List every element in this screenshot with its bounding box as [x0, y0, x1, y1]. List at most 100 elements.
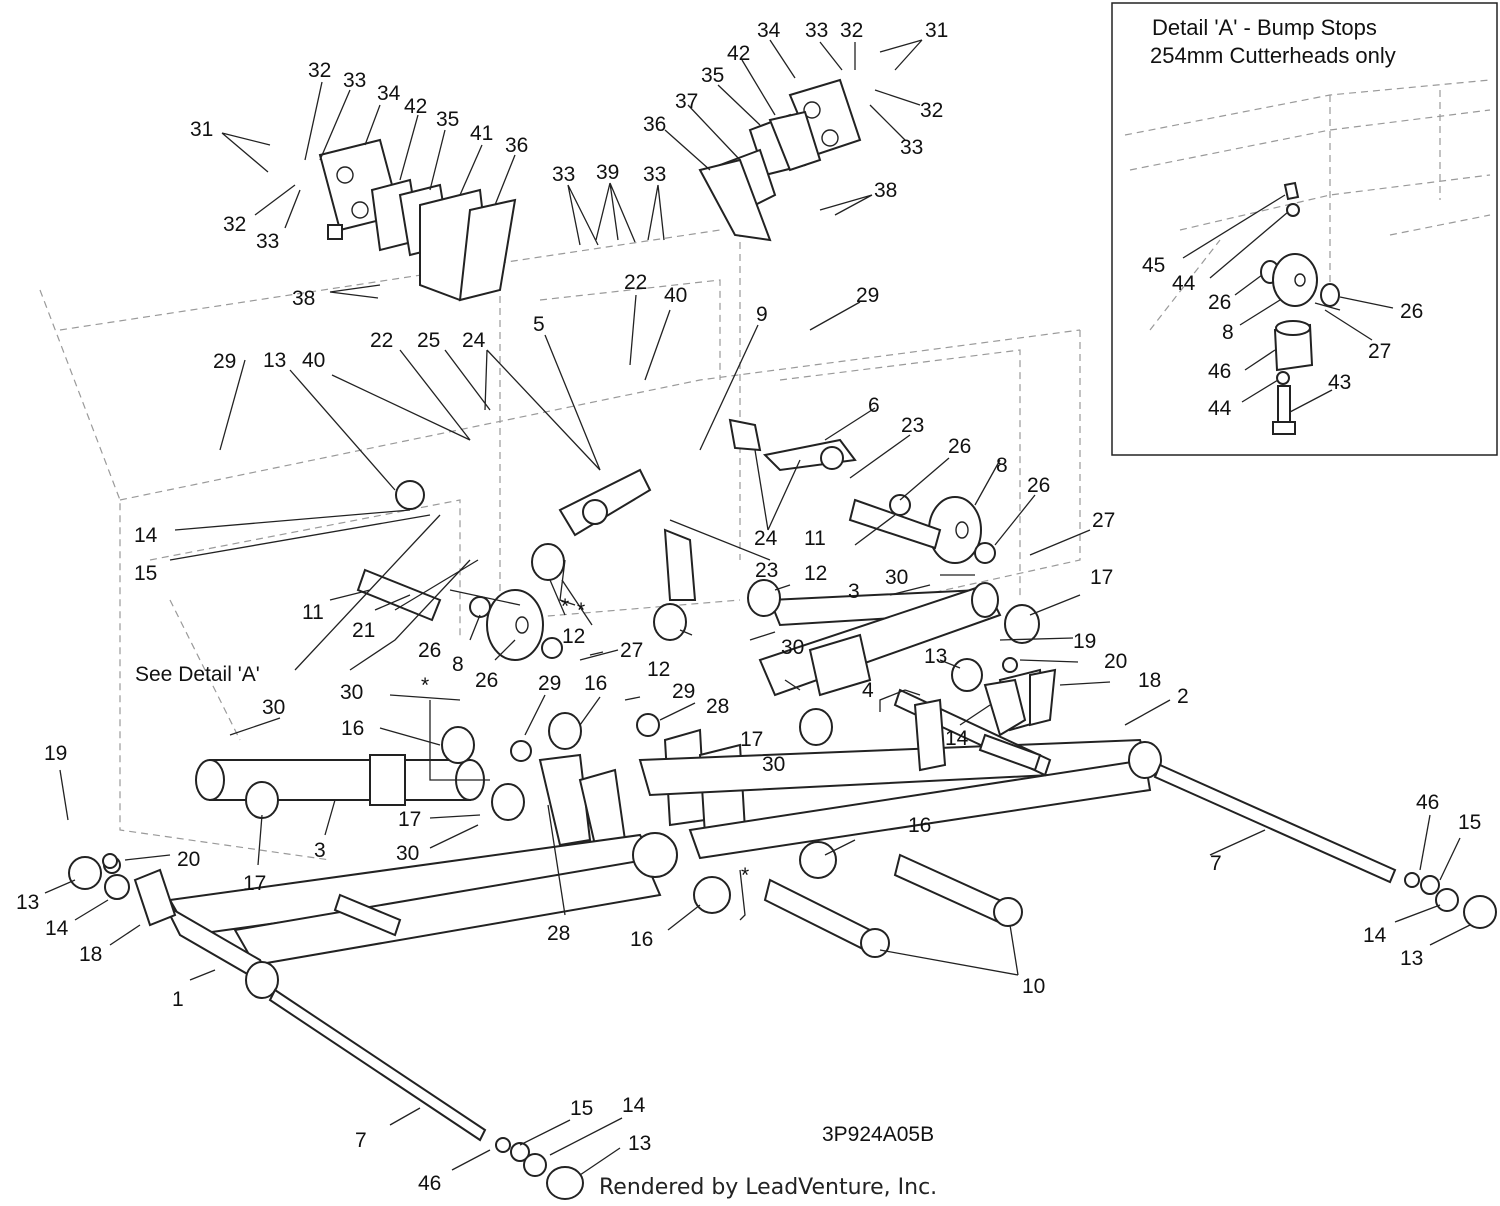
pivot-shafts — [356, 498, 992, 627]
callout-13: 13 — [16, 891, 39, 914]
callout-4: 4 — [862, 679, 874, 702]
callout-46: 46 — [1416, 791, 1439, 814]
callout-25: 25 — [417, 329, 440, 352]
callout-13: 13 — [1400, 947, 1423, 970]
callout-20: 20 — [1104, 650, 1127, 673]
callout-40: 40 — [302, 349, 325, 372]
callout-16: 16 — [908, 814, 931, 837]
callout-13: 13 — [628, 1132, 651, 1155]
callout-35: 35 — [701, 64, 724, 87]
callout-31: 31 — [190, 118, 213, 141]
callout-11: 11 — [804, 527, 826, 550]
callout-19: 19 — [1073, 630, 1096, 653]
callout-30: 30 — [885, 566, 908, 589]
callout-42: 42 — [404, 95, 427, 118]
callout-5: 5 — [533, 313, 545, 336]
callout-30: 30 — [340, 681, 363, 704]
callout-18: 18 — [1138, 669, 1161, 692]
callout-8: 8 — [452, 653, 464, 676]
callout-3: 3 — [848, 580, 860, 603]
callout-1: 1 — [172, 988, 184, 1011]
callout-29: 29 — [856, 284, 879, 307]
callout-16: 16 — [341, 717, 364, 740]
end-hardware — [68, 494, 1497, 1200]
callout-27: 27 — [1092, 509, 1115, 532]
callout-21: 21 — [352, 619, 375, 642]
callout-7: 7 — [1210, 852, 1222, 875]
left-mount-block — [318, 138, 517, 302]
callout-26: 26 — [1208, 291, 1231, 314]
callout-8: 8 — [996, 454, 1008, 477]
detail-a-box: Detail 'A' - Bump Stops 254mm Cutterhead… — [1111, 2, 1498, 456]
callout-38: 38 — [292, 287, 315, 310]
callout-18: 18 — [79, 943, 102, 966]
callout-33: 33 — [343, 69, 366, 92]
callout-33: 33 — [643, 163, 666, 186]
callout-10: 10 — [1022, 975, 1045, 998]
callout-37: 37 — [675, 90, 698, 113]
callout-32: 32 — [223, 213, 246, 236]
callout-29: 29 — [213, 350, 236, 373]
callout-14: 14 — [945, 727, 969, 750]
svg-text:*: * — [421, 674, 429, 697]
callout-26: 26 — [475, 669, 498, 692]
callout-labels: 1 2 3 3 4 5 6 7 7 8 8 8 9 10 11 11 12 12… — [16, 19, 1481, 1195]
callout-20: 20 — [177, 848, 200, 871]
callout-16: 16 — [630, 928, 653, 951]
leader-lines — [44, 39, 1471, 1176]
callout-15: 15 — [570, 1097, 593, 1120]
callout-12: 12 — [647, 658, 670, 681]
right-mount-block — [698, 78, 862, 242]
callout-14: 14 — [1363, 924, 1387, 947]
callout-28: 28 — [547, 922, 570, 945]
callout-36: 36 — [643, 113, 666, 136]
callout-17: 17 — [740, 728, 763, 751]
callout-35: 35 — [436, 108, 459, 131]
callout-14: 14 — [622, 1094, 646, 1117]
callout-6: 6 — [868, 394, 880, 417]
callout-26: 26 — [1027, 474, 1050, 497]
callout-30: 30 — [781, 636, 804, 659]
callout-12: 12 — [562, 625, 585, 648]
callout-13: 13 — [924, 645, 947, 668]
callout-13: 13 — [263, 349, 286, 372]
callout-26: 26 — [948, 435, 971, 458]
callout-41: 41 — [470, 122, 493, 145]
callout-22: 22 — [624, 271, 647, 294]
callout-43: 43 — [1328, 371, 1351, 394]
ghost-frame — [39, 229, 1081, 861]
callout-32: 32 — [308, 59, 331, 82]
callout-30: 30 — [262, 696, 285, 719]
callout-28: 28 — [706, 695, 729, 718]
callout-23: 23 — [755, 559, 778, 582]
callout-32: 32 — [840, 19, 863, 42]
callout-14: 14 — [134, 524, 158, 547]
right-arm-tube — [758, 582, 1002, 697]
callout-30: 30 — [396, 842, 419, 865]
callout-30: 30 — [762, 753, 785, 776]
callout-11: 11 — [302, 601, 324, 624]
callout-29: 29 — [672, 680, 695, 703]
svg-text:*: * — [561, 595, 569, 618]
callout-44: 44 — [1208, 397, 1232, 420]
callout-34: 34 — [377, 82, 401, 105]
callout-17: 17 — [398, 808, 421, 831]
asterisk-markers: * * * * — [421, 595, 749, 887]
callout-33: 33 — [900, 136, 923, 159]
detail-a-title-line2: 254mm Cutterheads only — [1150, 43, 1396, 68]
drawing-number: 3P924A05B — [822, 1123, 934, 1146]
callout-9: 9 — [756, 303, 768, 326]
callout-42: 42 — [727, 42, 750, 65]
callout-16: 16 — [584, 672, 607, 695]
callout-34: 34 — [757, 19, 781, 42]
callout-24: 24 — [754, 527, 778, 550]
callout-29: 29 — [538, 672, 561, 695]
callout-32: 32 — [920, 99, 943, 122]
callout-26: 26 — [1400, 300, 1423, 323]
callout-7: 7 — [355, 1129, 367, 1152]
callout-22: 22 — [370, 329, 393, 352]
upper-link-plates — [558, 418, 857, 601]
callout-15: 15 — [134, 562, 157, 585]
callout-44: 44 — [1172, 272, 1196, 295]
